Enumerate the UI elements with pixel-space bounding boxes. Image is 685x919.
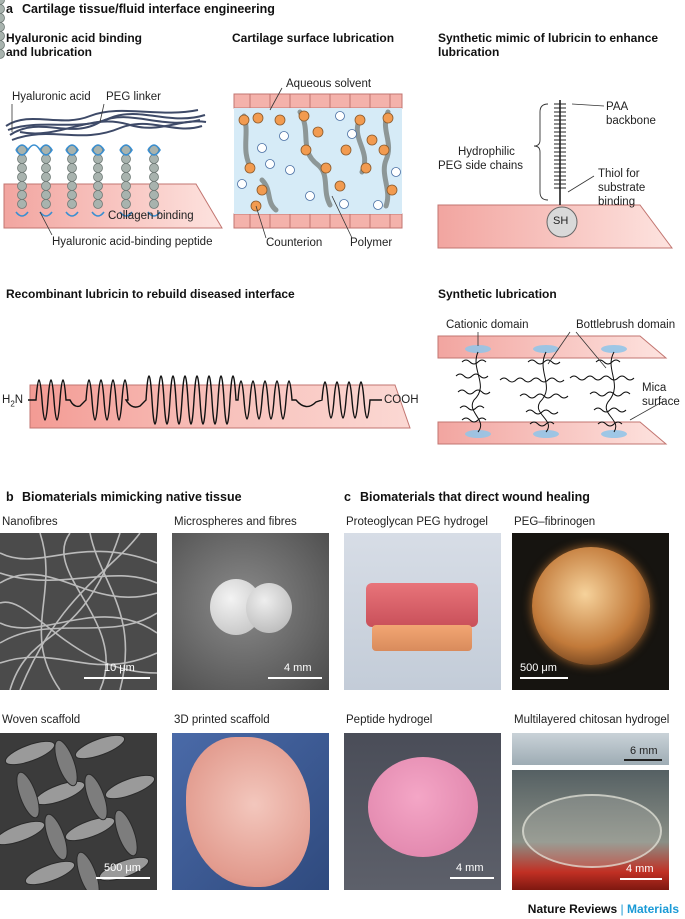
photo-microspheres: 4 mm <box>172 533 329 690</box>
collagen-surface <box>3 183 223 229</box>
caption-chitosan: Multilayered chitosan hydrogel <box>514 714 670 726</box>
panel3-title-line2: lubrication <box>438 45 500 59</box>
label-mica-1: Mica <box>642 382 667 394</box>
peg-side-chains <box>554 103 566 189</box>
panel1-title-line2: and lubrication <box>6 45 93 59</box>
section-b-letter: b <box>6 490 14 504</box>
label-cationic-domain: Cationic domain <box>446 319 529 331</box>
panel2-diagram <box>233 87 403 239</box>
footer: Nature Reviews | Materials <box>528 902 679 916</box>
scale-label: 4 mm <box>284 662 312 674</box>
caption-peg-fibrinogen: PEG–fibrinogen <box>514 516 596 528</box>
section-a-title: Cartilage tissue/fluid interface enginee… <box>22 2 275 16</box>
panel5-diagram <box>437 331 668 445</box>
panel4-diagram <box>28 375 411 429</box>
hydrogel-sphere <box>532 547 650 665</box>
footer-journal: Nature Reviews <box>527 902 618 916</box>
photo-proteoglycan-hydrogel <box>344 533 501 690</box>
footer-separator: | <box>620 902 624 916</box>
panel1-diagram <box>0 0 223 236</box>
weave-texture <box>0 733 157 890</box>
negative-charges <box>238 110 398 212</box>
hydrogel-top <box>366 583 478 627</box>
scale-bar <box>84 677 150 679</box>
fibre-texture <box>0 533 157 690</box>
label-collagen-binding: Collagen binding <box>108 210 194 222</box>
peptide-coils <box>15 144 161 217</box>
photo-peptide-hydrogel: 4 mm <box>344 733 501 890</box>
scale-label: 4 mm <box>626 863 654 875</box>
caption-peptide-hydrogel: Peptide hydrogel <box>346 714 433 726</box>
label-hyaluronic-acid: Hyaluronic acid <box>12 91 91 103</box>
footer-section: Materials <box>626 902 679 916</box>
label-peg-side-1: Hydrophilic <box>458 146 515 158</box>
label-thiol-2: substrate <box>598 182 646 194</box>
label-polymer: Polymer <box>350 237 393 249</box>
scale-bar <box>450 877 494 879</box>
section-c-letter: c <box>344 490 351 504</box>
label-thiol-1: Thiol for <box>598 168 640 180</box>
thiol-anchor <box>546 206 578 238</box>
section-c-title: Biomaterials that direct wound healing <box>360 490 590 504</box>
section-a-letter: a <box>6 2 13 16</box>
photo-nanofibres: 10 μm <box>0 533 157 690</box>
scale-bar <box>268 677 322 679</box>
positive-charges <box>237 111 401 210</box>
label-mica-2: surface <box>642 396 680 408</box>
panel5-title: Synthetic lubrication <box>438 287 557 301</box>
label-counterion: Counterion <box>266 237 323 249</box>
photo-3d-printed-scaffold <box>172 733 329 890</box>
hydrogel-layers <box>522 794 662 868</box>
scale-bar <box>96 877 150 879</box>
label-c-terminus: COOH <box>384 394 419 406</box>
panel3-diagram <box>437 100 673 249</box>
lubricin-wave <box>28 375 382 425</box>
scale-label: 500 μm <box>520 662 557 674</box>
section-b-title: Biomaterials mimicking native tissue <box>22 490 242 504</box>
label-n-terminus: H2N <box>2 394 24 409</box>
scale-bar <box>624 759 662 761</box>
scaffold-object <box>186 737 310 887</box>
hydrogel-disc <box>368 757 478 857</box>
label-bottlebrush-domain: Bottlebrush domain <box>576 319 676 331</box>
scale-label: 500 μm <box>104 862 141 874</box>
scale-label: 10 μm <box>104 662 135 674</box>
caption-3d-scaffold: 3D printed scaffold <box>174 714 270 726</box>
sphere-right <box>246 583 292 633</box>
photo-peg-fibrinogen: 500 μm <box>512 533 669 690</box>
panel4-title: Recombinant lubricin to rebuild diseased… <box>6 287 295 301</box>
panel1-title-line1: Hyaluronic acid binding <box>6 31 143 45</box>
photo-woven-scaffold: 500 μm <box>0 733 157 890</box>
label-paa-2: backbone <box>606 115 656 127</box>
label-peptide: Hyaluronic acid-binding peptide <box>52 236 213 248</box>
label-peg-linker: PEG linker <box>106 91 161 103</box>
caption-proteoglycan: Proteoglycan PEG hydrogel <box>346 516 488 528</box>
label-paa-1: PAA <box>606 101 629 113</box>
scale-label: 6 mm <box>630 745 658 757</box>
photo-chitosan-top: 4 mm <box>512 770 669 890</box>
hydrogel-base <box>372 625 472 651</box>
peptide-chains <box>0 0 159 209</box>
hyaluronic-acid-strands <box>5 109 207 141</box>
scale-bar <box>620 878 662 880</box>
bottlebrush-polymers <box>455 351 635 433</box>
caption-microspheres: Microspheres and fibres <box>174 516 297 528</box>
scale-bar <box>520 677 568 679</box>
label-aqueous-solvent: Aqueous solvent <box>286 78 372 90</box>
caption-nanofibres: Nanofibres <box>2 516 58 528</box>
panel2-title: Cartilage surface lubrication <box>232 31 395 45</box>
panel3-title-line1: Synthetic mimic of lubricin to enhance <box>438 31 659 45</box>
photo-chitosan-side: 6 mm <box>512 733 669 765</box>
caption-woven-scaffold: Woven scaffold <box>2 714 81 726</box>
label-thiol-3: binding <box>598 196 636 208</box>
label-peg-side-2: PEG side chains <box>438 160 524 172</box>
diseased-surface <box>29 384 411 429</box>
scale-label: 4 mm <box>456 862 484 874</box>
label-sh: SH <box>553 215 569 227</box>
